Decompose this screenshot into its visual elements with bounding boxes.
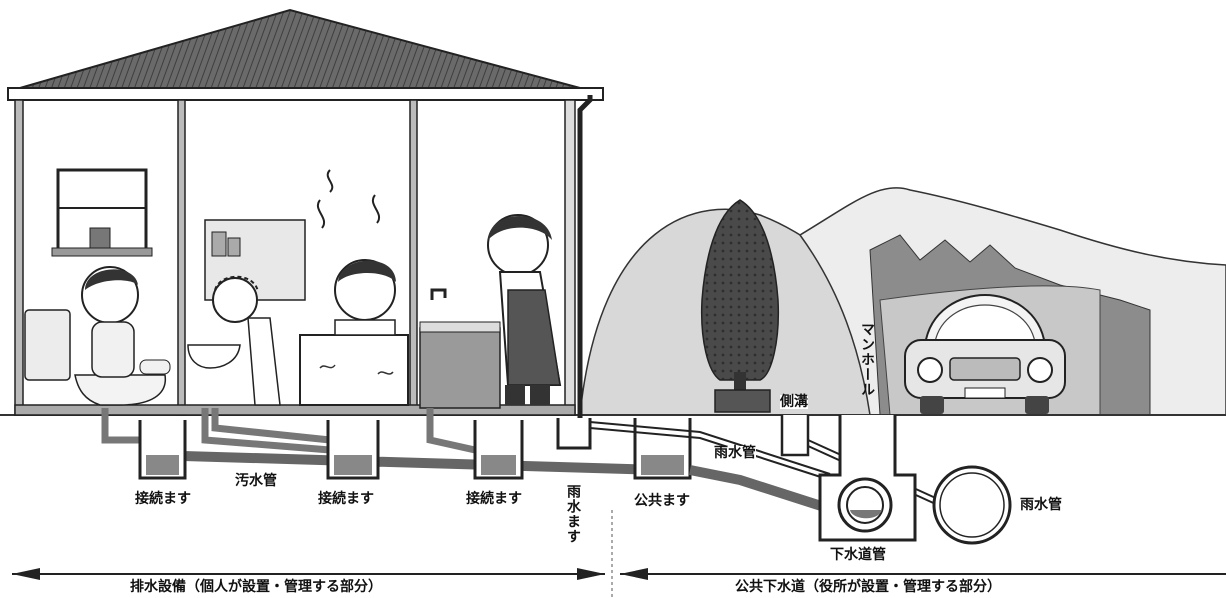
label-connection-box-1: 接続ます xyxy=(135,491,191,507)
public-pipes xyxy=(589,415,1012,545)
toilet-tank xyxy=(24,309,71,381)
connection-boxes xyxy=(138,418,692,480)
eave xyxy=(7,87,604,101)
toilet-drain xyxy=(101,408,150,444)
roof xyxy=(19,8,581,89)
label-connection-box-2: 接続ます xyxy=(318,491,374,507)
label-side-ditch: 側溝 xyxy=(780,394,808,410)
kitchen xyxy=(419,214,562,409)
sewage-main xyxy=(149,450,661,475)
private-drain-pipes xyxy=(101,408,661,475)
downspout xyxy=(577,95,593,425)
kitchen-drain xyxy=(426,408,476,454)
toilet-room xyxy=(24,168,171,406)
tree xyxy=(700,199,780,413)
label-connection-box-3: 接続ます xyxy=(466,491,522,507)
scope-arrows xyxy=(12,568,1226,580)
label-rain-pipe-2: 雨水管 xyxy=(1020,497,1062,513)
label-rain-pipe-1: 雨水管 xyxy=(714,445,756,461)
label-sewage-pipe: 汚水管 xyxy=(235,473,277,489)
caption-private: 排水設備（個人が設置・管理する部分） xyxy=(130,579,382,595)
kitchen-counter xyxy=(419,327,501,409)
car xyxy=(904,293,1066,414)
side-ditch xyxy=(780,415,810,457)
caption-public: 公共下水道（役所が設置・管理する部分） xyxy=(735,579,1001,595)
rain-box xyxy=(556,418,592,450)
label-rain-box: 雨水ます xyxy=(565,484,581,544)
house xyxy=(7,8,604,425)
bath-drain-1 xyxy=(201,408,331,454)
rain-pipe-lateral xyxy=(589,427,831,481)
background-landscape xyxy=(579,187,1226,416)
label-manhole: マンホール xyxy=(859,322,875,397)
label-public-box: 公共ます xyxy=(634,493,690,509)
wash-basin xyxy=(187,344,241,369)
bath-drain-2 xyxy=(211,408,331,444)
toilet-bowl xyxy=(74,374,166,406)
bathtub xyxy=(299,334,409,406)
public-connection-pipe xyxy=(689,465,842,517)
bathroom xyxy=(187,169,409,406)
label-sewer-pipe: 下水道管 xyxy=(830,547,886,563)
rain-main-pipe xyxy=(932,465,1012,545)
